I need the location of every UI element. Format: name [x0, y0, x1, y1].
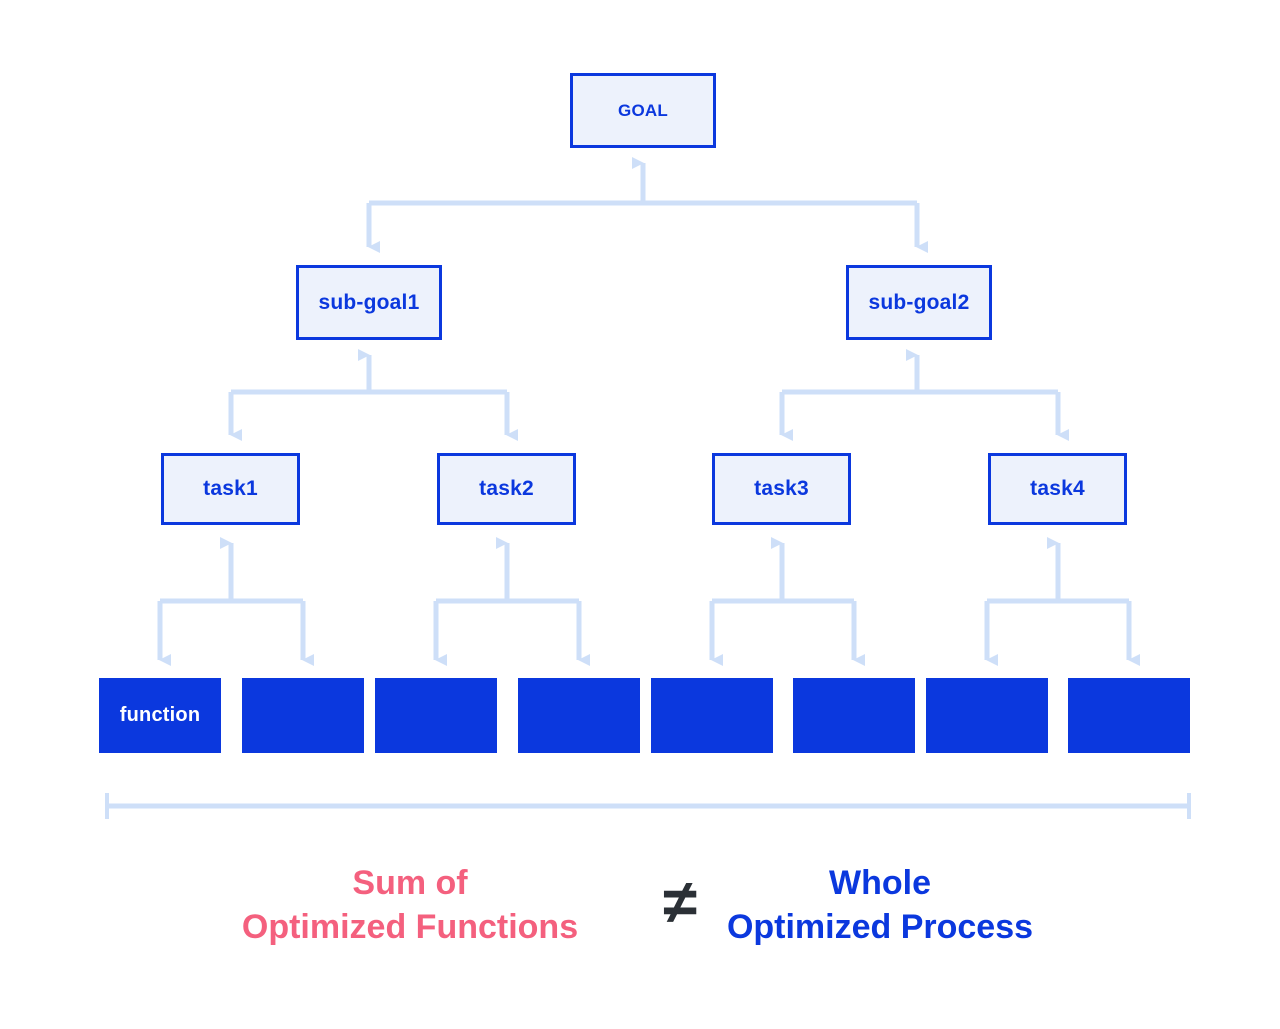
caption-right-line2: Optimized Process: [726, 907, 1034, 946]
caption-whole-optimized-process: Whole Optimized Process: [640, 862, 1120, 949]
node-task2-label: task2: [479, 477, 534, 500]
not-equal-icon: ≠: [662, 868, 698, 937]
node-task1[interactable]: task1: [161, 453, 300, 525]
node-task4[interactable]: task4: [988, 453, 1127, 525]
node-sub-goal2-label: sub-goal2: [868, 290, 970, 314]
node-task3-label: task3: [754, 477, 809, 500]
node-sub-goal2[interactable]: sub-goal2: [846, 265, 992, 340]
node-task1-label: task1: [203, 477, 258, 500]
node-function5[interactable]: [651, 678, 773, 753]
caption-left-line2: Optimized Functions: [241, 907, 579, 946]
caption-right-line1: Whole: [829, 864, 931, 902]
node-function6[interactable]: [793, 678, 915, 753]
node-goal-label: GOAL: [618, 100, 668, 120]
node-sub-goal1[interactable]: sub-goal1: [296, 265, 442, 340]
node-function3[interactable]: [375, 678, 497, 753]
node-sub-goal1-label: sub-goal1: [318, 290, 420, 314]
node-goal[interactable]: GOAL: [570, 73, 716, 148]
node-task2[interactable]: task2: [437, 453, 576, 525]
node-function1[interactable]: function: [99, 678, 221, 753]
node-task3[interactable]: task3: [712, 453, 851, 525]
node-function8[interactable]: [1068, 678, 1190, 753]
node-function1-label: function: [119, 704, 201, 726]
node-task4-label: task4: [1030, 477, 1085, 500]
caption-sum-of-optimized-functions: Sum of Optimized Functions: [170, 862, 650, 949]
node-function7[interactable]: [926, 678, 1048, 753]
caption-left-line1: Sum of: [352, 864, 468, 902]
node-function4[interactable]: [518, 678, 640, 753]
node-function2[interactable]: [242, 678, 364, 753]
